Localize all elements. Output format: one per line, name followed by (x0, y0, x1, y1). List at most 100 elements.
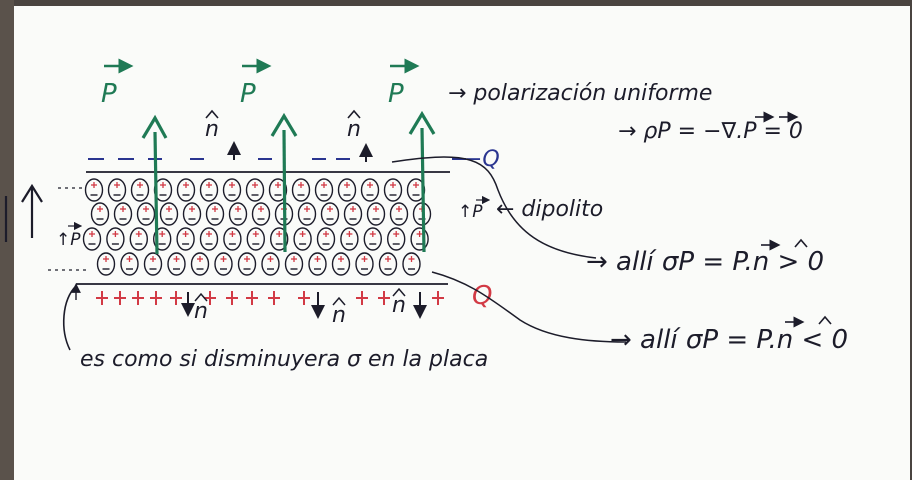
positive-charge (268, 291, 280, 305)
dipole (223, 227, 242, 251)
bottom-note: es como si disminuyera σ en la placa (80, 347, 488, 372)
dipole-small-p: ↑P (458, 202, 483, 222)
positive-charge (246, 291, 258, 305)
whiteboard-surface (14, 6, 910, 480)
positive-charge (96, 291, 108, 305)
dipole (320, 202, 340, 226)
dipole (383, 178, 403, 202)
svg-text:n: n (392, 293, 406, 318)
dipole (136, 202, 156, 226)
positive-charge (432, 291, 444, 305)
dipole (355, 252, 374, 276)
dipole (291, 178, 311, 202)
dipole (182, 202, 202, 226)
dipole (331, 252, 351, 276)
vector-label-p-left-text: P (101, 79, 117, 109)
bottom-plate-positive-charges (96, 291, 444, 305)
dipole (130, 178, 150, 202)
dipole (82, 227, 102, 251)
vector-label-p-mid: P (240, 58, 272, 109)
dipole (84, 178, 104, 202)
positive-charge (226, 291, 238, 305)
polarizacion-text: → polarización uniforme (448, 81, 712, 106)
dipole (314, 178, 334, 202)
equation-sigma-positive: → allí σP = P.n > 0 (586, 247, 824, 277)
dipole (363, 227, 382, 251)
dipole (214, 252, 233, 276)
green-polarization-arrows (141, 110, 436, 255)
dipole (90, 202, 110, 226)
dipole (268, 178, 288, 202)
dipolito-label: ← dipolito (496, 197, 603, 222)
leader-curve-top (391, 156, 597, 259)
dipole (120, 252, 139, 276)
dipole (378, 252, 398, 276)
left-small-p-label: ↑P (56, 230, 81, 250)
svg-text:n: n (347, 117, 361, 142)
normal-n-bottom-2: n (311, 292, 346, 328)
left-big-up-arrow (4, 183, 43, 242)
dipole (152, 227, 172, 251)
dipole (360, 178, 380, 202)
dipole (237, 252, 257, 276)
dipole (366, 202, 386, 226)
positive-charge (114, 291, 126, 305)
dipole (245, 178, 265, 202)
rho-equation: → ρP = −∇.P = 0 (618, 119, 803, 144)
bottom-plate-charge-label: Q (472, 281, 492, 311)
dipole (270, 227, 289, 251)
dipole (222, 178, 242, 202)
dipole (246, 227, 266, 251)
positive-charge (150, 291, 162, 305)
dipole (228, 202, 248, 226)
dipole (199, 227, 219, 251)
dipole (129, 227, 149, 251)
dipole (143, 252, 163, 276)
dipole (176, 227, 195, 251)
normal-n-bottom-1: n (181, 292, 208, 324)
dipole-grid (82, 178, 432, 276)
dipole (343, 202, 363, 226)
dipole (96, 252, 116, 276)
svg-text:n: n (205, 117, 219, 142)
normal-n-top-left: n (205, 109, 219, 142)
dipole (293, 227, 312, 251)
dipole (410, 227, 429, 251)
vector-label-p-mid-text: P (240, 79, 256, 109)
positive-charge (132, 291, 144, 305)
positive-charge (204, 291, 216, 305)
dipole (297, 202, 317, 226)
vector-label-p-left: P (101, 58, 134, 109)
vector-label-p-right: P (388, 58, 420, 109)
dipole (308, 252, 327, 276)
dipole (190, 252, 210, 276)
dipole (159, 202, 179, 226)
svg-text:n: n (332, 303, 346, 328)
svg-text:n: n (194, 299, 208, 324)
normal-n-bottom-3: n (392, 287, 427, 319)
dipole (337, 178, 357, 202)
dipole (402, 252, 421, 276)
positive-charge (356, 291, 368, 305)
dipole (176, 178, 196, 202)
dipole (199, 178, 219, 202)
dipole (106, 227, 125, 251)
dipole (387, 227, 406, 251)
leader-curve-bottom (431, 271, 627, 343)
positive-charge (378, 291, 390, 305)
dipole (113, 202, 133, 226)
vector-label-p-right-text: P (388, 79, 404, 109)
dipole (284, 252, 304, 276)
dipole (261, 252, 280, 276)
dipole (389, 202, 409, 226)
dipole (251, 202, 271, 226)
equation-sigma-negative: → allí σP = P.n < 0 (610, 325, 848, 355)
dipole (167, 252, 186, 276)
dipole (340, 227, 359, 251)
dipole (107, 178, 127, 202)
dipole (205, 202, 225, 226)
dipole (316, 227, 336, 251)
positive-charge (298, 291, 310, 305)
normal-n-top-right: n (347, 109, 361, 142)
